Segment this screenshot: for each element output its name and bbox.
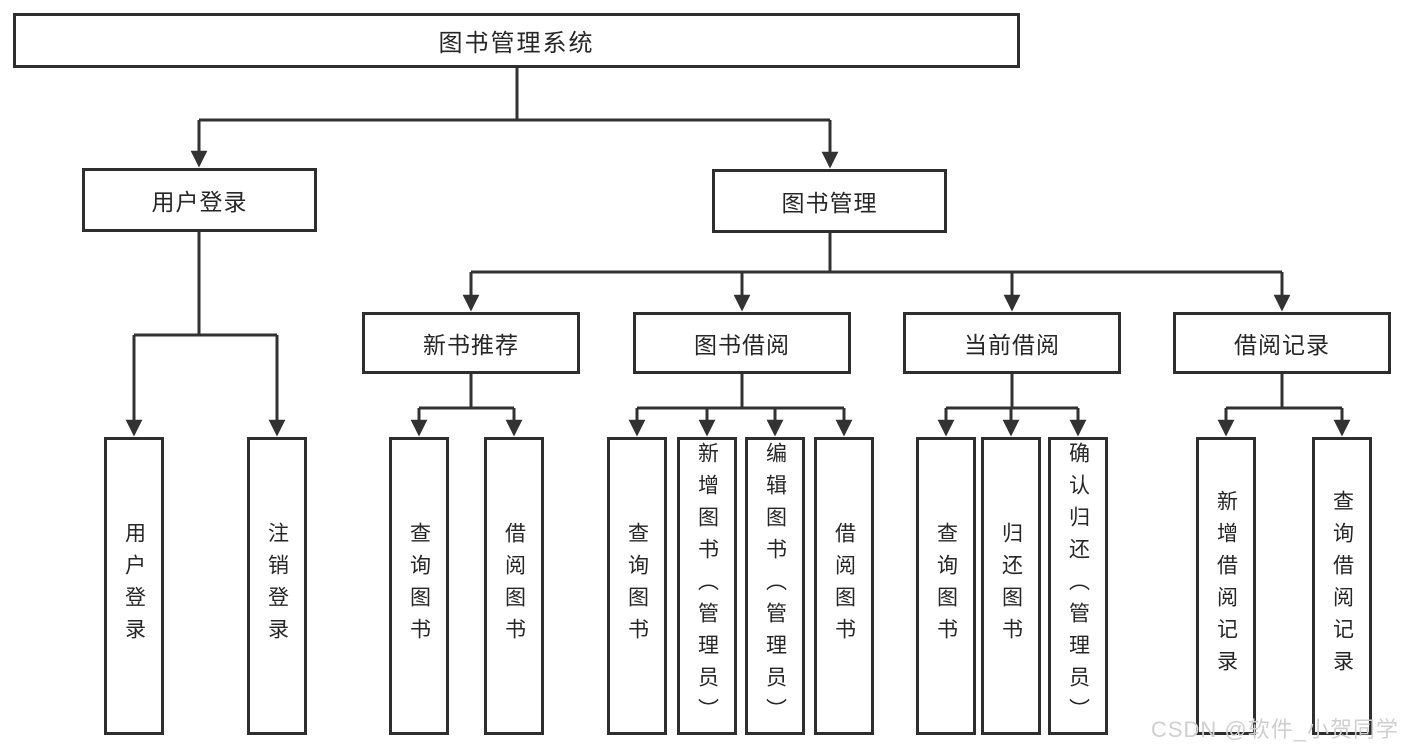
leaf-label: 新增图书（管理员） bbox=[695, 442, 719, 730]
branch-book-management: 图书管理 bbox=[712, 169, 947, 233]
leaf-label: 查询图书 bbox=[934, 522, 958, 650]
leaf-edit-books-admin: 编辑图书（管理员） bbox=[745, 437, 805, 735]
connector-book-management-bar bbox=[471, 233, 1282, 274]
leaf-label: 确认归还（管理员） bbox=[1066, 442, 1090, 730]
leaf-user-login: 用户登录 bbox=[104, 437, 164, 735]
csdn-watermark: CSDN @软件_小贺同学 bbox=[1150, 717, 1399, 742]
connector-book-borrow-bar bbox=[637, 374, 844, 410]
leaf-label: 新增借阅记录 bbox=[1214, 490, 1238, 682]
connector-borrow-records-bar bbox=[1226, 374, 1342, 410]
connector-user-login-bar bbox=[134, 232, 277, 337]
connector-new-book-bar bbox=[419, 374, 514, 410]
leaf-borrow-books-2: 借阅图书 bbox=[814, 437, 874, 735]
leaf-return-books: 归还图书 bbox=[981, 437, 1041, 735]
connector-current-borrow-bar bbox=[946, 374, 1078, 410]
leaf-label: 用户登录 bbox=[122, 522, 146, 650]
leaf-logout: 注销登录 bbox=[247, 437, 307, 735]
leaf-label: 查询图书 bbox=[407, 522, 431, 650]
leaf-label: 编辑图书（管理员） bbox=[763, 442, 787, 730]
leaf-query-borrow-record: 查询借阅记录 bbox=[1312, 437, 1372, 735]
leaf-label: 注销登录 bbox=[265, 522, 289, 650]
group-new-book-recommendation: 新书推荐 bbox=[362, 312, 580, 374]
connector-root-bar bbox=[199, 68, 830, 122]
leaf-label: 借阅图书 bbox=[832, 522, 856, 650]
group-book-borrowing: 图书借阅 bbox=[633, 312, 851, 374]
leaf-label: 归还图书 bbox=[999, 522, 1023, 650]
group-current-borrowing: 当前借阅 bbox=[903, 312, 1121, 374]
leaf-confirm-return-admin: 确认归还（管理员） bbox=[1048, 437, 1108, 735]
group-borrowing-records: 借阅记录 bbox=[1173, 312, 1391, 374]
leaf-label: 借阅图书 bbox=[502, 522, 526, 650]
node-library-management-system: 图书管理系统 bbox=[13, 13, 1020, 68]
branch-user-login: 用户登录 bbox=[82, 168, 317, 232]
leaf-label: 查询借阅记录 bbox=[1330, 490, 1354, 682]
leaf-add-books-admin: 新增图书（管理员） bbox=[677, 437, 737, 735]
leaf-borrow-books-1: 借阅图书 bbox=[484, 437, 544, 735]
leaf-query-books-3: 查询图书 bbox=[916, 437, 976, 735]
leaf-query-books-1: 查询图书 bbox=[389, 437, 449, 735]
leaf-query-books-2: 查询图书 bbox=[607, 437, 667, 735]
leaf-add-borrow-record: 新增借阅记录 bbox=[1196, 437, 1256, 735]
leaf-label: 查询图书 bbox=[625, 522, 649, 650]
